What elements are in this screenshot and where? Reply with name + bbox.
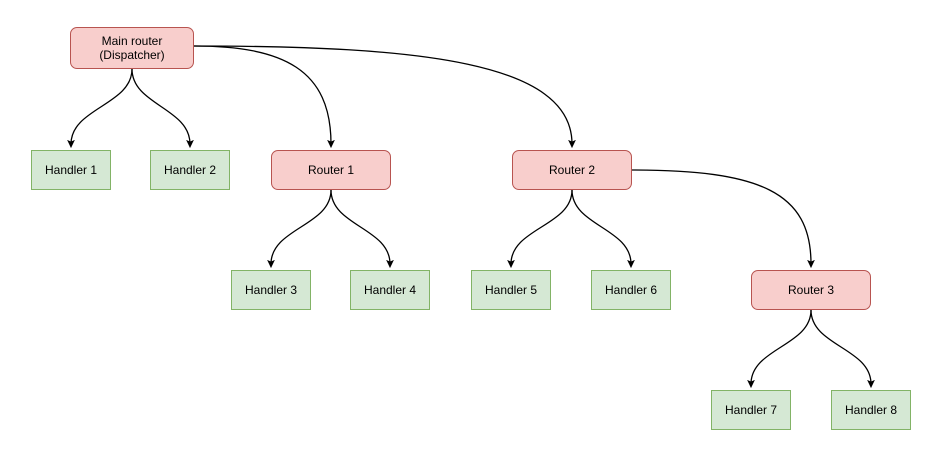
- node-label: Handler 1: [44, 163, 98, 177]
- edge-router-2-to-router-3: [631, 169, 815, 269]
- node-handler-6[interactable]: Handler 6: [591, 270, 671, 310]
- node-handler-8[interactable]: Handler 8: [831, 390, 911, 430]
- node-label: Router 1: [307, 163, 355, 177]
- edge-router-3-to-handler-8: [810, 309, 875, 389]
- edge-router-1-to-handler-3: [267, 189, 332, 269]
- node-handler-1[interactable]: Handler 1: [31, 150, 111, 190]
- node-label: Handler 8: [844, 403, 898, 417]
- node-handler-2[interactable]: Handler 2: [150, 150, 230, 190]
- node-label: Main router (Dispatcher): [99, 34, 165, 62]
- node-main-router[interactable]: Main router (Dispatcher): [70, 27, 194, 69]
- node-label: Handler 6: [604, 283, 658, 297]
- node-label: Router 3: [787, 283, 835, 297]
- node-handler-4[interactable]: Handler 4: [350, 270, 430, 310]
- node-label: Router 2: [548, 163, 596, 177]
- edge-main-router-to-handler-1: [67, 68, 133, 149]
- node-handler-5[interactable]: Handler 5: [471, 270, 551, 310]
- node-router-3[interactable]: Router 3: [751, 270, 871, 310]
- node-label: Handler 3: [244, 283, 298, 297]
- edge-router-2-to-handler-6: [571, 189, 635, 269]
- edge-router-2-to-handler-5: [507, 189, 573, 269]
- node-label: Handler 7: [724, 403, 778, 417]
- node-router-2[interactable]: Router 2: [512, 150, 632, 190]
- node-label: Handler 5: [484, 283, 538, 297]
- node-label: Handler 2: [163, 163, 217, 177]
- node-router-1[interactable]: Router 1: [271, 150, 391, 190]
- node-handler-3[interactable]: Handler 3: [231, 270, 311, 310]
- node-handler-7[interactable]: Handler 7: [711, 390, 791, 430]
- edge-main-router-to-handler-2: [131, 68, 194, 149]
- edge-main-router-to-router-2: [193, 45, 576, 149]
- edge-main-router-to-router-1: [193, 45, 335, 149]
- edge-router-3-to-handler-7: [747, 309, 812, 389]
- node-label: Handler 4: [363, 283, 417, 297]
- edge-router-1-to-handler-4: [330, 189, 394, 269]
